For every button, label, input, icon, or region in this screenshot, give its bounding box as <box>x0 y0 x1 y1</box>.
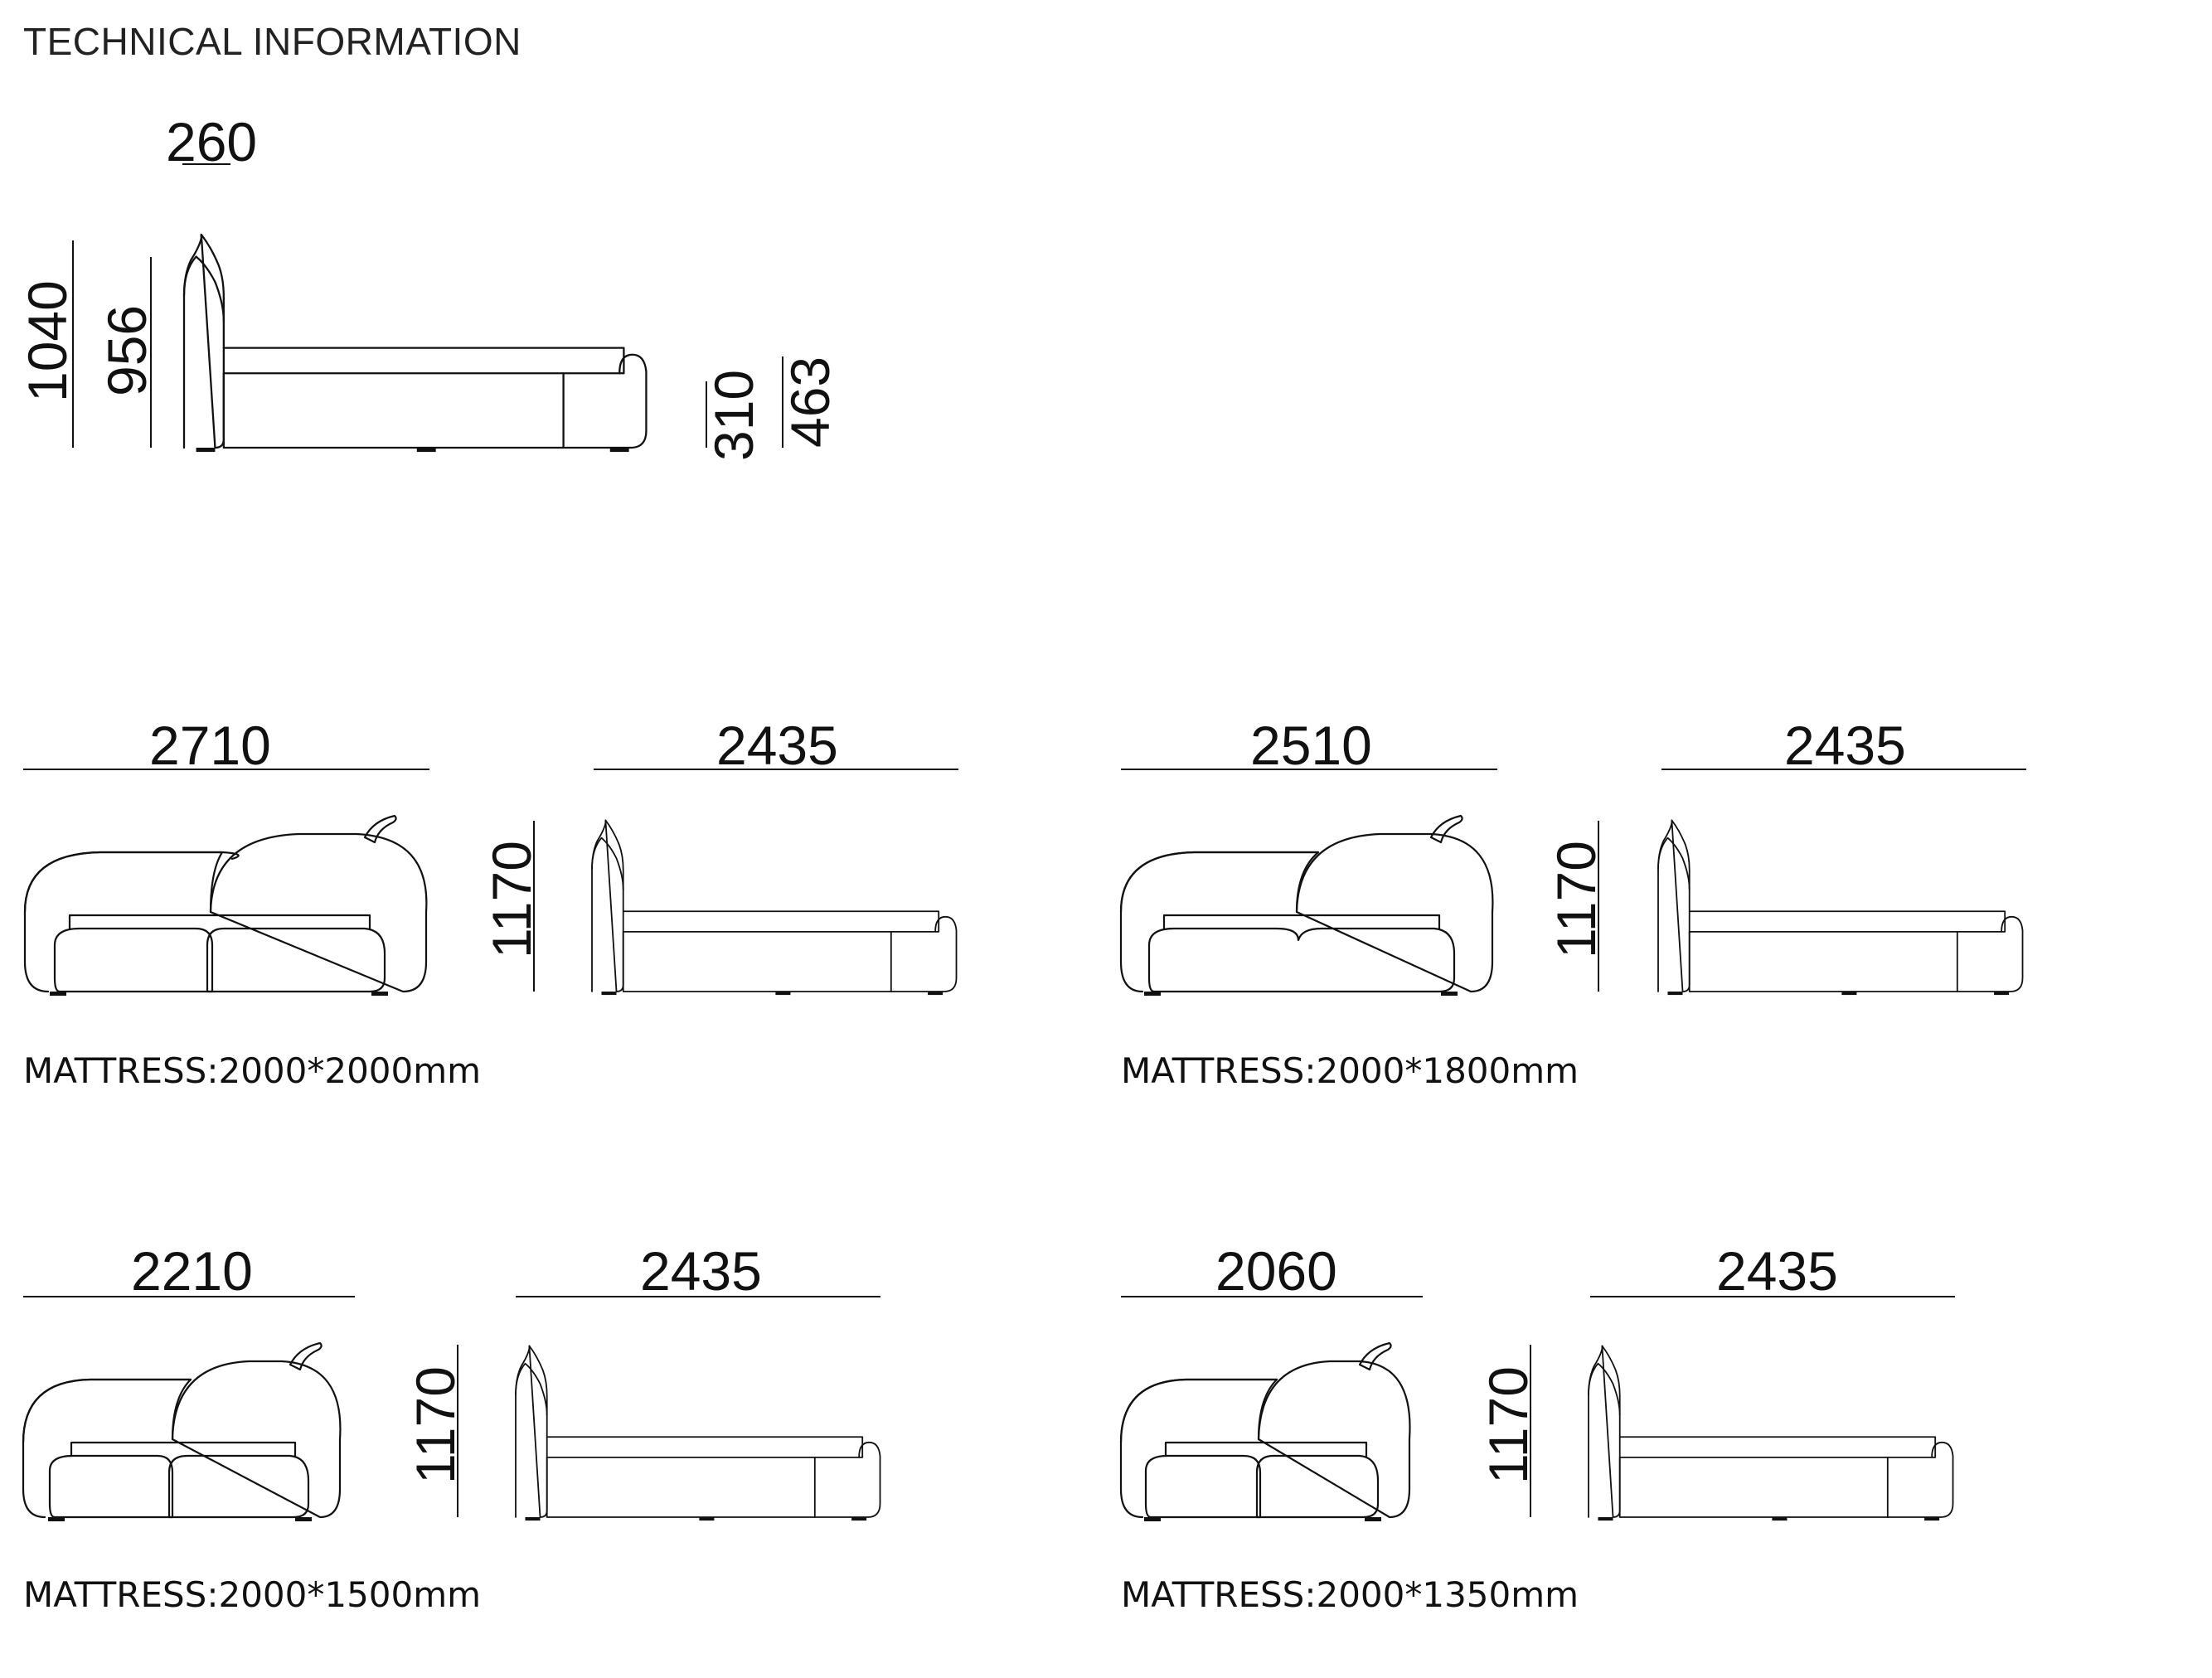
bed-side-view <box>515 1345 881 1522</box>
dim-width: 2510 <box>1250 715 1372 776</box>
mattress-size: MATTRESS:2000*1350mm <box>1121 1574 1579 1615</box>
dim-headboard-height: 956 <box>96 305 158 396</box>
variant-2210: 2210 1170 2435 MATTRESS:2000*1500mm <box>22 1240 881 1615</box>
variant-2510: 2510 1170 2435 MATTRESS:2000*1800mm <box>1119 715 2026 1091</box>
mattress-size: MATTRESS:2000*1800mm <box>1121 1050 1579 1091</box>
dim-width: 2710 <box>149 715 271 776</box>
dim-width: 2060 <box>1215 1240 1337 1302</box>
dim-height: 1170 <box>1477 1366 1539 1484</box>
dim-length: 2435 <box>1716 1240 1838 1302</box>
bed-side-view <box>1657 819 2024 997</box>
dim-frame-height: 310 <box>703 370 764 461</box>
bed-side-view <box>591 819 958 997</box>
dim-height: 1170 <box>481 841 542 958</box>
bed-side-view-detail <box>182 233 648 453</box>
dim-length: 2435 <box>1784 715 1906 776</box>
detail-side-view: 260 1040 956 310 463 <box>17 111 841 461</box>
bed-front-view <box>22 1341 342 1521</box>
dim-height: 1170 <box>405 1366 466 1484</box>
variant-2060: 2060 1170 2435 MATTRESS:2000*1350mm <box>1119 1240 1955 1615</box>
bed-front-view <box>23 814 428 996</box>
dim-length: 2435 <box>716 715 838 776</box>
dim-headboard-depth: 260 <box>166 111 257 172</box>
bed-front-view <box>1119 1341 1411 1521</box>
dim-width: 2210 <box>131 1240 253 1302</box>
dim-height: 1170 <box>1545 841 1607 958</box>
bed-side-view <box>1588 1345 1954 1522</box>
dim-total-height: 1040 <box>17 280 78 402</box>
mattress-size: MATTRESS:2000*1500mm <box>23 1574 481 1615</box>
mattress-size: MATTRESS:2000*2000mm <box>23 1050 481 1091</box>
dim-footboard-height: 463 <box>779 356 841 448</box>
dim-length: 2435 <box>640 1240 762 1302</box>
bed-front-view <box>1119 814 1494 996</box>
variant-2710: 2710 1170 2435 MATTRESS:2000*2000mm <box>23 715 958 1091</box>
page-title: TECHNICAL INFORMATION <box>23 20 521 63</box>
